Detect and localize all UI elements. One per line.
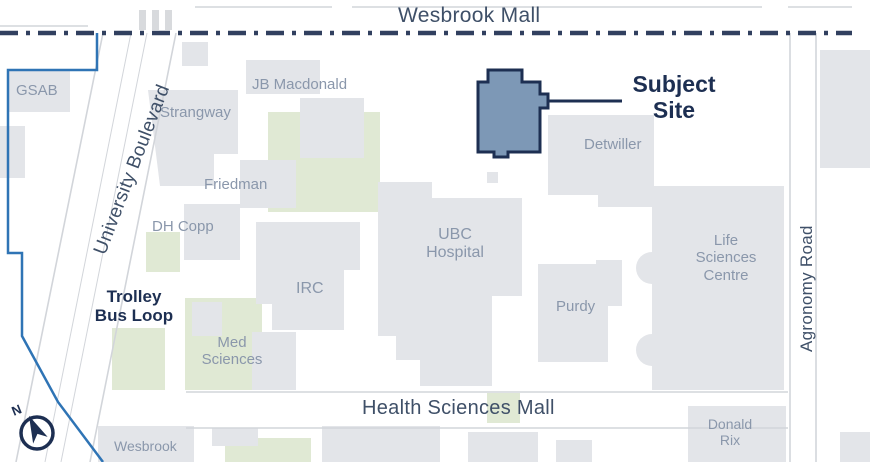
site-boundary-line [6, 33, 104, 462]
compass-north-label: N [9, 401, 23, 418]
subject-site-building [476, 68, 550, 159]
roads-layer [0, 6, 852, 462]
buildings-layer [0, 42, 870, 462]
crosswalk-stripes [139, 10, 172, 30]
north-compass: N [9, 401, 55, 451]
compass-needle-icon [28, 415, 48, 444]
